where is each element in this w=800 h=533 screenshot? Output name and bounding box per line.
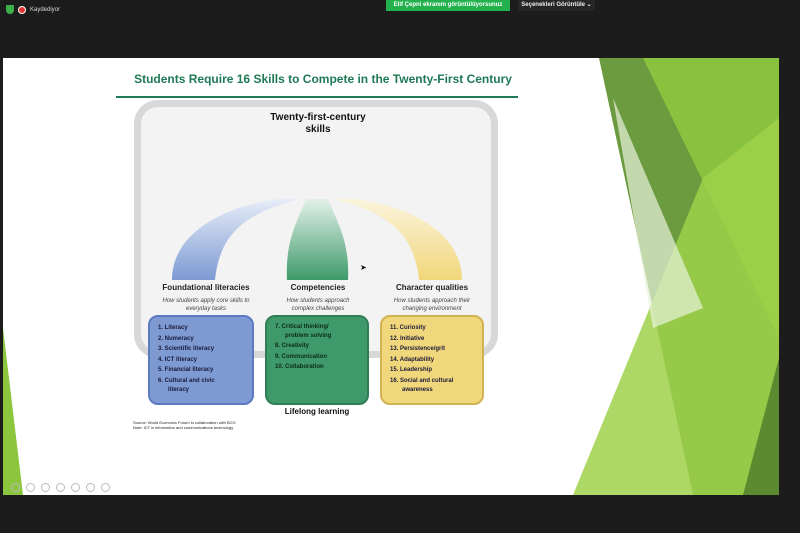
slide-title: Students Require 16 Skills to Compete in… bbox=[134, 72, 512, 86]
list-item: 7. Critical thinking/ bbox=[275, 324, 329, 330]
recording-indicator: Kaydediyor bbox=[6, 5, 60, 14]
list-item: 3. Scientific literacy bbox=[158, 346, 215, 352]
foundational-box: 1. Literacy 2. Numeracy 3. Scientific li… bbox=[148, 315, 254, 405]
character-heading: Character qualities bbox=[395, 283, 469, 292]
list-item: 16. Social and cultural bbox=[390, 377, 454, 384]
view-options-button[interactable]: Seçenekleri Görüntüle ⌄ bbox=[518, 0, 595, 11]
lifelong-learning-label: Lifelong learning bbox=[284, 407, 350, 416]
list-item: 14. Adaptability bbox=[390, 356, 435, 363]
competencies-subtitle-2: complex challenges bbox=[291, 306, 345, 312]
list-item: 9. Communication bbox=[275, 353, 328, 360]
grid-icon[interactable] bbox=[56, 483, 65, 492]
screen-share-banner: Elif Çepni ekranını görüntülüyorsunuz bbox=[386, 0, 510, 11]
zoom-icon[interactable] bbox=[71, 483, 80, 492]
chevron-down-icon: ⌄ bbox=[586, 2, 592, 8]
pen-icon[interactable] bbox=[41, 483, 50, 492]
prev-slide-icon[interactable] bbox=[11, 483, 20, 492]
foundational-subtitle: How students apply core skills to everyd… bbox=[150, 297, 262, 313]
character-subtitle-1: How students approach their bbox=[393, 298, 471, 304]
list-item: 11. Curiosity bbox=[390, 325, 426, 331]
next-slide-icon[interactable] bbox=[26, 483, 35, 492]
list-item: 5. Financial literacy bbox=[158, 367, 214, 373]
subtitles-icon[interactable] bbox=[86, 483, 95, 492]
character-subtitle: How students approach their changing env… bbox=[380, 297, 484, 313]
competencies-box: 7. Critical thinking/ problem solving 8.… bbox=[265, 315, 369, 405]
list-item: 2. Numeracy bbox=[158, 335, 194, 342]
foundational-heading: Foundational literacies bbox=[162, 283, 250, 292]
character-box: 11. Curiosity 12. Initiative 13. Persist… bbox=[380, 315, 484, 405]
list-item: 6. Cultural and civic bbox=[158, 377, 215, 384]
list-item: 4. ICT literacy bbox=[158, 356, 198, 363]
source-line: Source: World Economic Forum in collabor… bbox=[133, 420, 236, 425]
shield-icon bbox=[6, 5, 14, 14]
foundational-subtitle-2: everyday tasks bbox=[185, 306, 227, 312]
slide-toolbar bbox=[11, 483, 110, 492]
competencies-subtitle-1: How students approach bbox=[286, 298, 350, 304]
foundational-subtitle-1: How students apply core skills to bbox=[162, 298, 250, 304]
more-icon[interactable] bbox=[101, 483, 110, 492]
list-item: problem solving bbox=[285, 333, 332, 339]
skills-heading-line1: Twenty-first-century bbox=[270, 112, 366, 123]
list-item: 12. Initiative bbox=[390, 335, 425, 342]
record-icon bbox=[18, 5, 26, 14]
character-subtitle-2: changing environment bbox=[402, 306, 462, 312]
list-item: 15. Leadership bbox=[390, 367, 433, 373]
recording-label: Kaydediyor bbox=[30, 6, 61, 13]
list-item: 8. Creativity bbox=[275, 343, 310, 349]
list-item: awareness bbox=[402, 387, 433, 393]
competencies-subtitle: How students approach complex challenges bbox=[266, 297, 370, 313]
list-item: 10. Collaboration bbox=[275, 364, 324, 370]
competencies-heading: Competencies bbox=[290, 283, 346, 292]
view-options-label: Seçenekleri Görüntüle bbox=[521, 2, 585, 8]
skills-heading-line2: skills bbox=[305, 124, 331, 135]
source-note: Source: World Economic Forum in collabor… bbox=[133, 420, 236, 430]
list-item: 1. Literacy bbox=[158, 325, 188, 331]
skills-heading: Twenty-first-century skills bbox=[255, 112, 381, 136]
top-bar: Kaydediyor Elif Çepni ekranını görüntülü… bbox=[0, 0, 800, 22]
title-divider bbox=[116, 96, 518, 98]
list-item: literacy bbox=[168, 387, 190, 393]
slide-decoration bbox=[3, 58, 779, 495]
mouse-cursor-icon: ➤ bbox=[360, 263, 367, 272]
note-line: Note: ICT is information and communicati… bbox=[133, 425, 234, 430]
list-item: 13. Persistence/grit bbox=[390, 346, 446, 352]
